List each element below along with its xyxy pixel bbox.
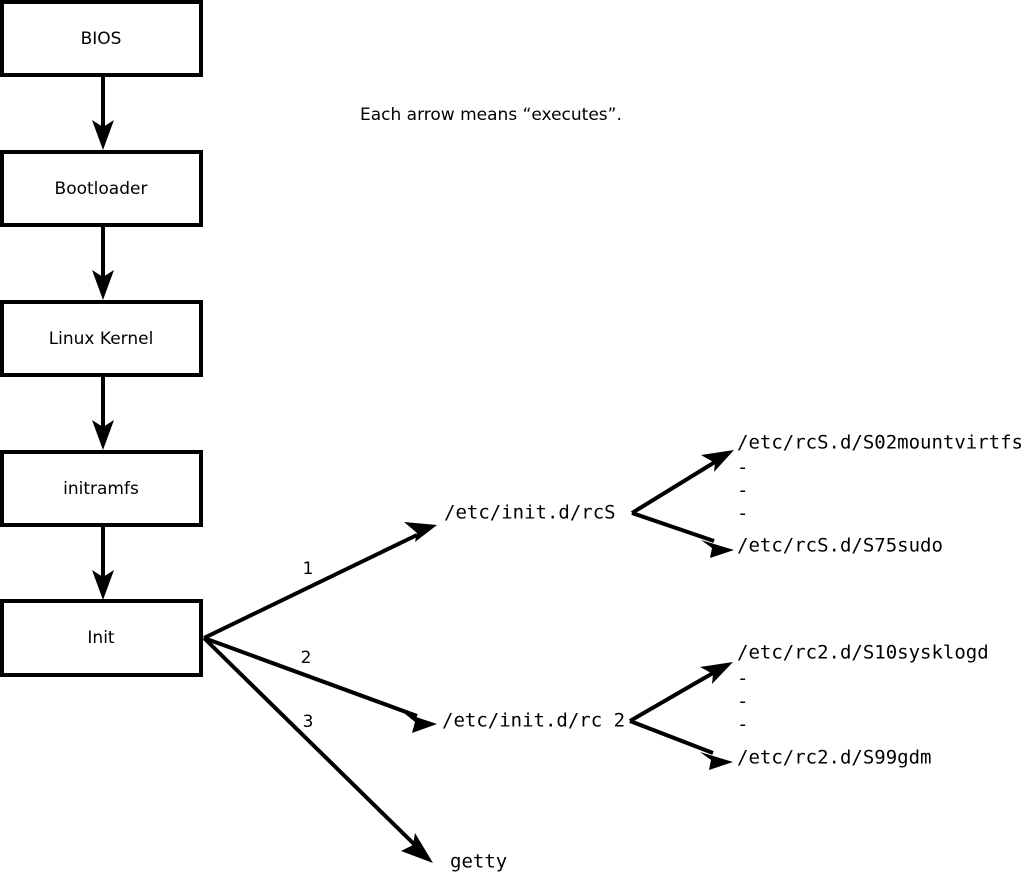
rcs-script-last: /etc/rcS.d/S75sudo (737, 535, 943, 557)
node-rc2-label[interactable]: /etc/init.d/rc 2 (442, 710, 625, 732)
arrow-shaft (203, 533, 418, 640)
bootloader-box[interactable] (0, 150, 203, 227)
initramfs-box[interactable] (0, 450, 203, 527)
arrow-shaft (629, 719, 714, 755)
arrow-head-icon (700, 662, 733, 684)
initramfs-label: initramfs (63, 479, 139, 499)
arrow-head-icon (92, 270, 114, 300)
rcs-ellipsis-dash-1: - (737, 457, 748, 479)
node-initramfs[interactable]: initramfs (0, 450, 203, 527)
arrow-head-icon (92, 570, 114, 600)
rc2-ellipsis-dash-3: - (737, 714, 748, 736)
arrow-head-icon (701, 540, 734, 558)
bios-label: BIOS (81, 29, 122, 49)
arrow-head-icon (401, 833, 433, 863)
rcs-ellipsis-dash-3: - (737, 503, 748, 525)
arrow-init-to-rc2 (203, 636, 437, 733)
rc2-ellipsis-dash-2: - (737, 691, 748, 713)
arrow-bootloader-to-kernel (92, 226, 114, 300)
arrow-rc2-to-first-script (628, 662, 733, 723)
arrow-shaft (631, 511, 715, 543)
node-rcs-label[interactable]: /etc/init.d/rcS (444, 502, 616, 524)
bootloader-label: Bootloader (55, 179, 148, 199)
arrow-shaft (203, 636, 418, 718)
node-linux-kernel[interactable]: Linux Kernel (0, 300, 203, 377)
annotation-note: Each arrow means “executes”. (360, 105, 622, 125)
node-getty-label[interactable]: getty (450, 851, 507, 873)
linux-kernel-box[interactable] (0, 300, 203, 377)
arrow-rcs-to-first-script (630, 450, 734, 515)
arrow-initramfs-to-init (92, 526, 114, 600)
edge-number-1: 1 (303, 559, 314, 579)
rcs-script-first: /etc/rcS.d/S02mountvirtfs (737, 432, 1023, 454)
edge-number-3: 3 (303, 712, 314, 732)
arrow-head-icon (700, 752, 733, 770)
arrow-head-icon (92, 420, 114, 450)
node-init[interactable]: Init (0, 599, 203, 677)
init-box[interactable] (0, 599, 203, 677)
arrow-bios-to-bootloader (92, 76, 114, 150)
arrow-init-to-rcs (203, 522, 437, 640)
arrow-head-icon (404, 713, 437, 733)
node-bootloader[interactable]: Bootloader (0, 150, 203, 227)
rcs-ellipsis-dash-2: - (737, 480, 748, 502)
arrow-head-icon (701, 450, 734, 472)
arrow-kernel-to-initramfs (92, 376, 114, 450)
init-label: Init (87, 628, 115, 648)
arrow-shaft (202, 636, 418, 848)
arrow-init-to-getty (202, 636, 433, 863)
arrow-rc2-to-last-script (629, 719, 733, 770)
rc2-script-first: /etc/rc2.d/S10sysklogd (737, 642, 989, 664)
arrow-head-icon (92, 120, 114, 150)
linux-kernel-label: Linux Kernel (49, 329, 154, 349)
bios-box[interactable] (0, 0, 203, 77)
node-bios[interactable]: BIOS (0, 0, 203, 77)
arrow-head-icon (404, 522, 437, 542)
edge-number-2: 2 (301, 648, 312, 668)
arrow-rcs-to-last-script (631, 511, 734, 558)
rc2-script-last: /etc/rc2.d/S99gdm (737, 747, 931, 769)
arrow-shaft (628, 671, 715, 723)
rc2-ellipsis-dash-1: - (737, 668, 748, 690)
arrow-shaft (630, 460, 717, 515)
